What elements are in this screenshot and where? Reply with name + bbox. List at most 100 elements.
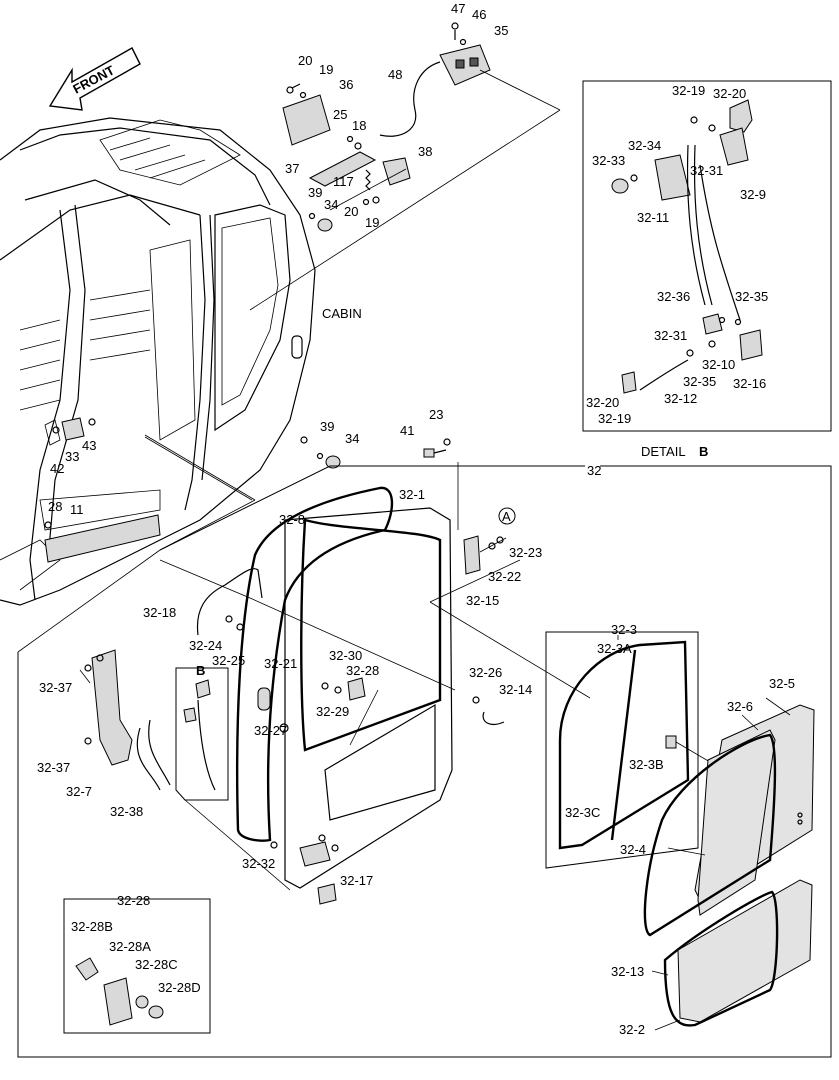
label-d32-10: 32-10 [702,357,735,372]
label-20-mid: 20 [344,204,358,219]
label-34-low: 34 [345,431,359,446]
seal-32-4 [643,733,777,937]
label-32-17: 32-17 [340,873,373,888]
door-32-1 [284,507,453,889]
label-32-28b: 32-28B [71,919,113,934]
label-32-3c: 32-3C [565,805,600,820]
label-20-top: 20 [298,53,312,68]
label-25: 25 [333,107,347,122]
label-46: 46 [472,7,486,22]
label-32-13: 32-13 [611,964,644,979]
label-32-3: 32-3 [611,622,637,637]
label-32-30: 32-30 [329,648,362,663]
label-35: 35 [494,23,508,38]
detail-letter: B [699,444,708,459]
label-28: 28 [48,499,62,514]
handle-32-18 [196,568,263,636]
label-d32-36: 32-36 [657,289,690,304]
label-47: 47 [451,1,465,16]
label-box-32-28: 32-28 [117,893,150,908]
label-11: 11 [70,502,84,517]
label-d32-33: 32-33 [592,153,625,168]
label-48: 48 [388,67,402,82]
label-19-top: 19 [319,62,333,77]
label-32-21: 32-21 [264,656,297,671]
label-32-37a: 32-37 [39,680,72,695]
detail-word: DETAIL [641,444,686,459]
callout-a-label: A [502,509,511,524]
callout-b: B [196,663,205,678]
label-32-4: 32-4 [620,842,646,857]
label-32-29: 32-29 [316,704,349,719]
label-33: 33 [65,449,79,464]
label-d32-12: 32-12 [664,391,697,406]
label-32-28d: 32-28D [158,980,201,995]
label-37: 37 [285,161,299,176]
callout-a: A [498,507,516,525]
label-d32-11: 32-11 [637,210,669,225]
label-32-38: 32-38 [110,804,143,819]
label-38: 38 [418,144,432,159]
label-117: 117 [333,174,354,189]
label-32-28: 32-28 [346,663,379,678]
detail-b-inset [175,667,291,891]
label-41: 41 [400,423,414,438]
label-d32-16: 32-16 [733,376,766,391]
label-d32-31a: 32-31 [690,163,723,178]
label-32-15: 32-15 [466,593,499,608]
hardware-top [44,22,491,563]
label-32-28a: 32-28A [109,939,151,954]
label-32-24: 32-24 [189,638,222,653]
label-19-mid: 19 [365,215,379,230]
label-32-7: 32-7 [66,784,92,799]
label-d32-34: 32-34 [628,138,661,153]
label-d32-35a: 32-35 [735,289,768,304]
label-43: 43 [82,438,96,453]
label-23: 23 [429,407,443,422]
label-32-37b: 32-37 [37,760,70,775]
label-32-22: 32-22 [488,569,521,584]
glass-32-2 [677,879,813,1023]
label-39-top: 39 [308,185,322,200]
label-34-top: 34 [324,197,338,212]
label-32-23: 32-23 [509,545,542,560]
label-32-18: 32-18 [143,605,176,620]
label-32-3a: 32-3A [597,641,632,656]
box-32-28 [63,898,211,1034]
hinge-32-15 [463,535,507,575]
label-42: 42 [50,461,64,476]
front-arrow: FRONT [48,47,141,111]
label-d32-31b: 32-31 [654,328,687,343]
leader-lines-main [79,559,791,1031]
glass-32-6 [697,729,776,916]
label-18: 18 [352,118,366,133]
label-d32-19a: 32-19 [672,83,705,98]
label-32-32: 32-32 [242,856,275,871]
bracket-32-7 [84,649,171,791]
label-d32-19b: 32-19 [598,411,631,426]
glass-assembly-32-3 [545,631,801,869]
label-d32-20a: 32-20 [713,86,746,101]
label-32-27: 32-27 [254,723,287,738]
label-36: 36 [339,77,353,92]
label-32-6: 32-6 [727,699,753,714]
cabin-label: CABIN [322,306,362,321]
detail-b-box [582,80,832,432]
label-32-14: 32-14 [499,682,532,697]
label-32-3b: 32-3B [629,757,664,772]
label-d32-20b: 32-20 [586,395,619,410]
label-32-26: 32-26 [469,665,502,680]
label-32-2: 32-2 [619,1022,645,1037]
seal-32-8 [235,486,394,842]
label-39-low: 39 [320,419,334,434]
cabin-frame [0,117,316,606]
label-32-28c: 32-28C [135,957,178,972]
label-32: 32 [587,463,601,478]
part-labels: 47 46 35 48 20 19 36 25 18 38 37 117 39 … [37,1,795,1037]
assembly-box-32 [17,465,832,1058]
label-32-5: 32-5 [769,676,795,691]
seal-32-13 [663,890,779,1027]
label-32-8: 32-8 [279,512,305,527]
label-32-1: 32-1 [399,487,425,502]
